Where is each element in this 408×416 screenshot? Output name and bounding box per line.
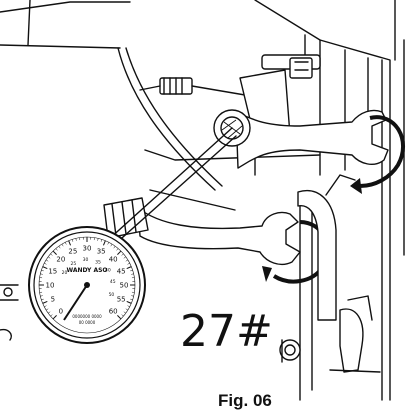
gauge-inner-label: 45 [110,279,116,285]
gauge-minor-tick [110,243,113,247]
gauge-scale-label: 0 [59,308,63,316]
gauge-minor-tick [50,253,53,256]
gauge-inner-label: 35 [95,259,101,265]
gauge-minor-tick [40,295,43,297]
gauge-minor-tick [41,269,44,272]
gauge-major-tick [126,266,132,270]
gauge-minor-tick [71,239,74,242]
gauge-subline: 00 0000 [79,320,96,325]
gauge-minor-tick [116,248,119,251]
lower-wrench [103,197,301,266]
gauge-minor-tick [61,243,64,247]
gauge-major-tick [102,240,106,246]
gauge-minor-tick [100,239,103,242]
gauge-scale-label: 30 [83,245,92,253]
gauge-scale-label: 60 [109,308,118,316]
gauge-inner-label: 20 [62,270,68,276]
gauge-minor-tick [125,308,129,311]
gauge-hub [84,282,90,288]
gauge-minor-tick [64,242,67,245]
gauge-minor-tick [48,256,51,259]
gauge-major-tick [52,250,57,255]
gauge-scale-label: 40 [109,255,118,263]
gauge-minor-tick [48,311,51,314]
gauge-minor-tick [131,273,134,275]
gauge-minor-tick [107,242,110,245]
gauge-minor-tick [97,238,99,241]
gauge-minor-tick [41,298,44,301]
gauge-scale-label: 35 [97,247,106,255]
gauge-major-tick [126,300,132,304]
gauge-minor-tick [130,269,133,272]
gauge-minor-tick [44,305,47,308]
gauge-minor-tick [55,248,58,251]
upper-wrench [213,109,389,169]
gauge-minor-tick [131,295,134,297]
gauge-scale-label: 45 [117,267,126,275]
gauge-scale-label: 10 [46,282,55,290]
gauge-minor-tick [121,253,124,256]
gauge-scale-label: 55 [117,296,126,304]
gauge-inner-label: 30 [83,257,89,263]
gauge-major-tick [42,300,48,304]
gauge-minor-tick [123,256,126,259]
gauge-minor-tick [130,298,133,301]
wrench-size-label: 27# [180,306,273,357]
gauge-needle [63,284,88,321]
gauge-scale-label: 25 [68,247,77,255]
gauge-minor-tick [44,262,47,265]
gauge-major-tick [117,315,122,320]
gauge-inner-label: 25 [70,261,76,267]
gauge-brand: WANDY ASO [66,267,107,274]
gauge-scale-label: 50 [120,282,129,290]
gauge-major-tick [52,315,57,320]
gauge-inner-label: 40 [105,267,111,273]
gauge-minor-tick [75,238,77,241]
clockwise-arrow-icon [350,115,405,194]
gauge-minor-tick [125,259,129,262]
gauge-minor-tick [113,246,116,249]
gauge-minor-tick [123,311,126,314]
gauge-scale-label: 5 [51,296,55,304]
gauge-inner-label: 50 [109,292,115,298]
lower-fittings [279,295,381,373]
gauge-major-tick [117,250,122,255]
gauge-subline: 0000000 0000 [72,314,102,319]
gauge-minor-tick [127,305,130,308]
mounting-bracket [297,174,356,321]
gauge-major-tick [42,266,48,270]
gauge-major-tick [68,240,72,246]
gauge-minor-tick [50,314,53,317]
gauge-minor-tick [45,259,49,262]
gauge-minor-tick [58,246,61,249]
gauge-minor-tick [40,273,43,275]
figure-caption: Fig. 06 [218,391,272,410]
gauge-minor-tick [127,262,130,265]
gauge-scale-label: 15 [48,267,57,275]
gauge-minor-tick [45,308,49,311]
gauge-scale-label: 20 [56,255,65,263]
gauge-minor-tick [121,314,124,317]
